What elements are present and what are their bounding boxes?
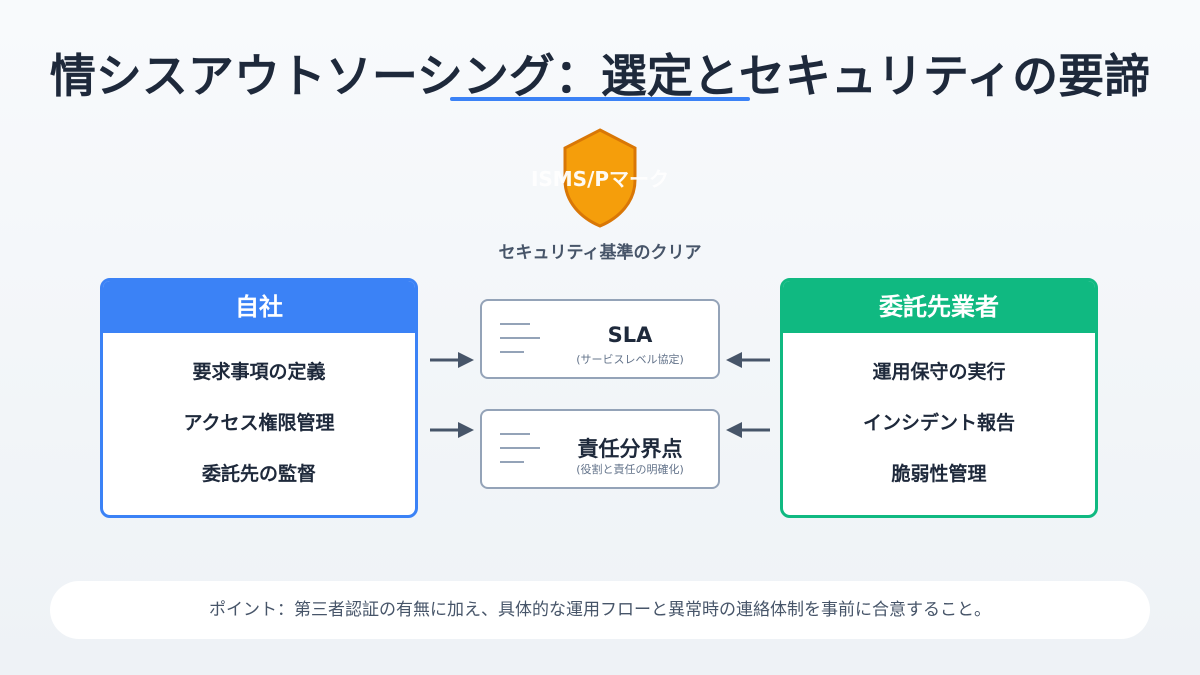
- vendor-item-operations: 運用保守の実行: [872, 361, 1006, 383]
- self-company-box: 自社 要求事項の定義 アクセス権限管理 委託先の監督: [100, 278, 418, 518]
- vendor-item-vulnerability: 脆弱性管理: [891, 463, 987, 485]
- arrow-left-icon: [726, 352, 770, 368]
- certification-label: ISMS/Pマーク: [530, 167, 670, 191]
- shield-icon: [563, 128, 637, 228]
- responsibility-title: 責任分界点: [577, 437, 683, 461]
- self-item-supervision: 委託先の監督: [201, 463, 316, 485]
- responsibility-subtitle: (役割と責任の明確化): [576, 463, 684, 476]
- document-lines-icon: [500, 433, 540, 475]
- vendor-items: 運用保守の実行 インシデント報告 脆弱性管理: [783, 333, 1095, 500]
- self-item-access-control: アクセス権限管理: [183, 412, 335, 434]
- document-lines-icon: [500, 323, 540, 365]
- vendor-header: 委託先業者: [783, 281, 1095, 333]
- arrow-left-icon: [726, 422, 770, 438]
- responsibility-document: 責任分界点 (役割と責任の明確化): [480, 409, 720, 489]
- key-point-banner: ポイント：第三者認証の有無に加え、具体的な運用フローと異常時の連絡体制を事前に合…: [50, 581, 1150, 639]
- self-item-requirements: 要求事項の定義: [192, 361, 326, 383]
- vendor-item-incident-report: インシデント報告: [862, 412, 1015, 434]
- sla-document: SLA (サービスレベル協定): [480, 299, 720, 379]
- arrow-right-icon: [430, 352, 474, 368]
- page-title: 情シスアウトソーシング：選定とセキュリティの要諦: [49, 49, 1151, 103]
- title-underline: [450, 97, 750, 101]
- self-company-items: 要求事項の定義 アクセス権限管理 委託先の監督: [103, 333, 415, 500]
- vendor-box: 委託先業者 運用保守の実行 インシデント報告 脆弱性管理: [780, 278, 1098, 518]
- sla-subtitle: (サービスレベル協定): [576, 353, 684, 366]
- sla-title: SLA: [607, 323, 653, 347]
- arrow-right-icon: [430, 422, 474, 438]
- certification-caption: セキュリティ基準のクリア: [498, 243, 702, 263]
- self-company-header: 自社: [103, 281, 415, 333]
